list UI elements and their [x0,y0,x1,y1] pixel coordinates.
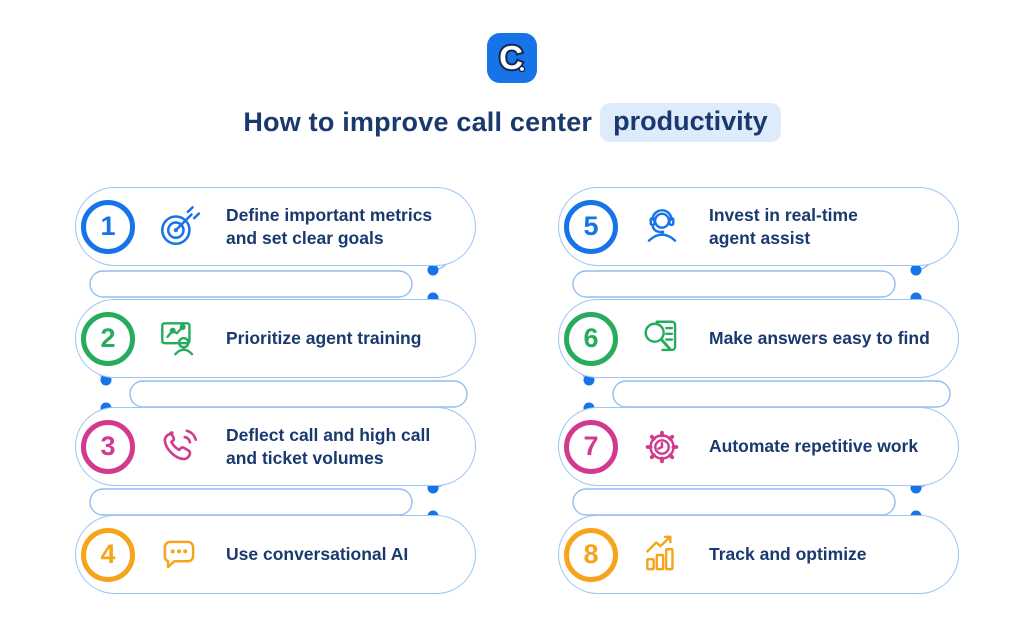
step-6-capsule: 6 Make answers easy to find [558,299,959,378]
step-icon-slot [156,204,202,250]
svg-text:C: C [499,39,523,76]
headset-agent-icon [647,208,677,242]
step-2-number-badge: 2 [81,311,135,366]
search-document-icon [644,320,677,351]
step-4-label: Use conversational AI [226,544,409,565]
step-8-capsule: 8 Track and optimize [558,515,959,594]
step-4-number-badge: 4 [81,527,135,582]
step-4-capsule: 4 Use conversational AI [75,515,476,594]
step-8-label: Track and optimize [709,544,867,565]
step-icon-slot [639,532,685,578]
step-icon-slot [639,424,685,470]
step-1-number-badge: 1 [81,199,135,254]
capacity-logo: C [487,33,537,83]
step-5-number-badge: 5 [564,199,618,254]
step-1-label: Define important metrics and set clear g… [226,205,433,248]
step-5-label: Invest in real-time agent assist [709,205,858,248]
step-1-capsule: 1 Define important metrics and set clear… [75,187,476,266]
step-3-number-badge: 3 [81,419,135,474]
page-title: How to improve call center productivity [0,103,1024,142]
step-icon-slot [639,204,685,250]
step-5-capsule: 5 Invest in real-time agent assist [558,187,959,266]
step-7-capsule: 7 Automate repetitive work [558,407,959,486]
capacity-logo-icon: C [487,33,537,83]
step-3-capsule: 3 Deflect call and high call and ticket … [75,407,476,486]
step-7-number-badge: 7 [564,419,618,474]
step-2-capsule: 2 Prioritize agent training [75,299,476,378]
step-6-label: Make answers easy to find [709,328,930,349]
title-prefix: How to improve call center [243,107,593,137]
step-icon-slot [156,532,202,578]
step-icon-slot [639,316,685,362]
title-highlight: productivity [600,103,781,142]
bar-chart-arrow-icon [646,535,674,570]
step-icon-slot [156,316,202,362]
step-6-number-badge: 6 [564,311,618,366]
gear-clock-icon [645,430,679,463]
step-8-number-badge: 8 [564,527,618,582]
chat-bubble-icon [163,540,195,568]
step-7-label: Automate repetitive work [709,436,919,457]
phone-icon [163,428,198,460]
step-3-label: Deflect call and high call and ticket vo… [226,425,431,468]
step-2-label: Prioritize agent training [226,328,422,349]
target-icon [161,205,201,245]
step-icon-slot [156,424,202,470]
training-board-icon [161,321,194,355]
